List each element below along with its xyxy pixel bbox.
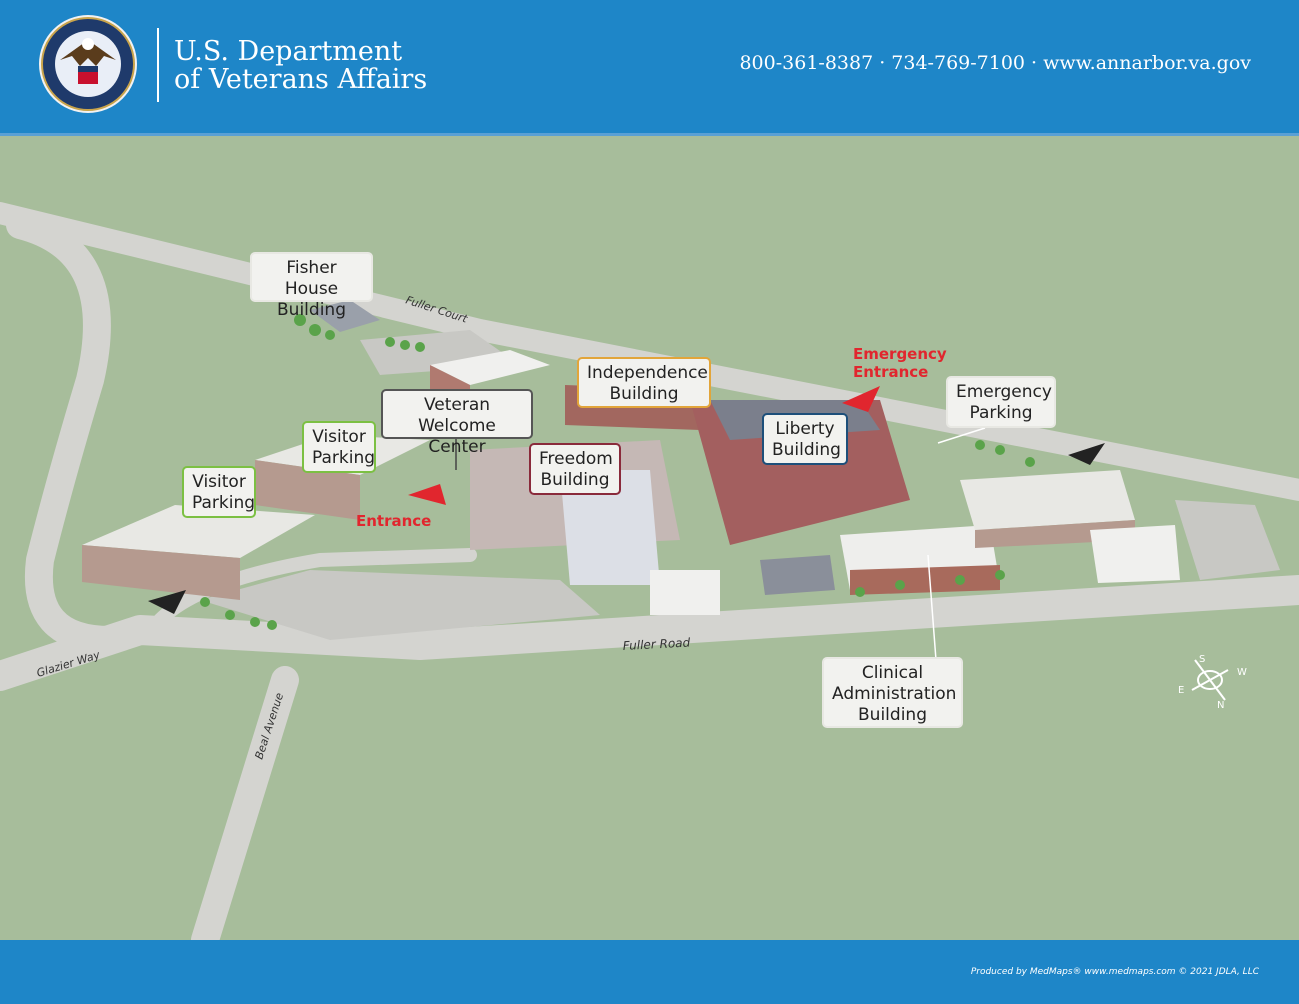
north-building <box>430 350 550 385</box>
header-bar: U.S. Department of Veterans Affairs 800-… <box>0 0 1299 133</box>
east-building <box>1090 525 1180 583</box>
department-title: U.S. Department of Veterans Affairs <box>174 38 427 94</box>
freedom-tower <box>560 470 660 585</box>
header-divider <box>157 28 159 102</box>
east-access-arrow <box>1068 443 1105 465</box>
beal-avenue-road <box>191 666 299 940</box>
trees <box>200 314 1035 630</box>
campus-map: Fuller Court Fuller Road Glazier Way Bea… <box>0 202 1299 940</box>
entrance-arrow <box>408 484 446 505</box>
visitor-garage-1 <box>82 505 315 558</box>
footer-credit: Produced by MedMaps® www.medmaps.com © 2… <box>970 967 1259 977</box>
title-line-2: of Veterans Affairs <box>174 64 428 95</box>
footer-bar: Produced by MedMaps® www.medmaps.com © 2… <box>0 940 1299 1004</box>
south-wing-2 <box>760 555 835 595</box>
svg-text:N: N <box>1217 700 1224 711</box>
fuller-road <box>0 575 1299 691</box>
clinical-admin-side <box>850 565 1000 595</box>
compass-icon: S W E N <box>1178 654 1247 711</box>
va-seal-icon <box>39 15 137 113</box>
svg-text:S: S <box>1199 654 1205 665</box>
fuller-road-label: Fuller Road <box>622 635 690 653</box>
fuller-court-road <box>0 202 1299 501</box>
buildings <box>82 300 1180 615</box>
west-access-arrow <box>148 590 186 614</box>
svg-text:W: W <box>1237 667 1247 678</box>
emergency-parking-leader <box>937 427 986 444</box>
visitor-garage-1-side <box>82 545 240 600</box>
emergency-entrance-arrow <box>842 386 880 412</box>
east-lot <box>1175 500 1280 580</box>
svg-text:E: E <box>1178 685 1184 696</box>
contact-info[interactable]: 800-361-8387 · 734-769-7100 · www.annarb… <box>739 52 1251 74</box>
south-wing <box>650 570 720 615</box>
clinical-admin-leader <box>927 554 937 661</box>
east-garage <box>960 470 1135 530</box>
west-loop-road <box>6 211 124 654</box>
title-line-1: U.S. Department <box>174 36 403 67</box>
header-strip <box>0 133 1299 136</box>
fisher-house-shape <box>310 300 380 332</box>
entrance-label: Entrance <box>356 512 432 530</box>
south-lot <box>200 570 600 640</box>
visitor-garage-2-side <box>255 460 360 520</box>
